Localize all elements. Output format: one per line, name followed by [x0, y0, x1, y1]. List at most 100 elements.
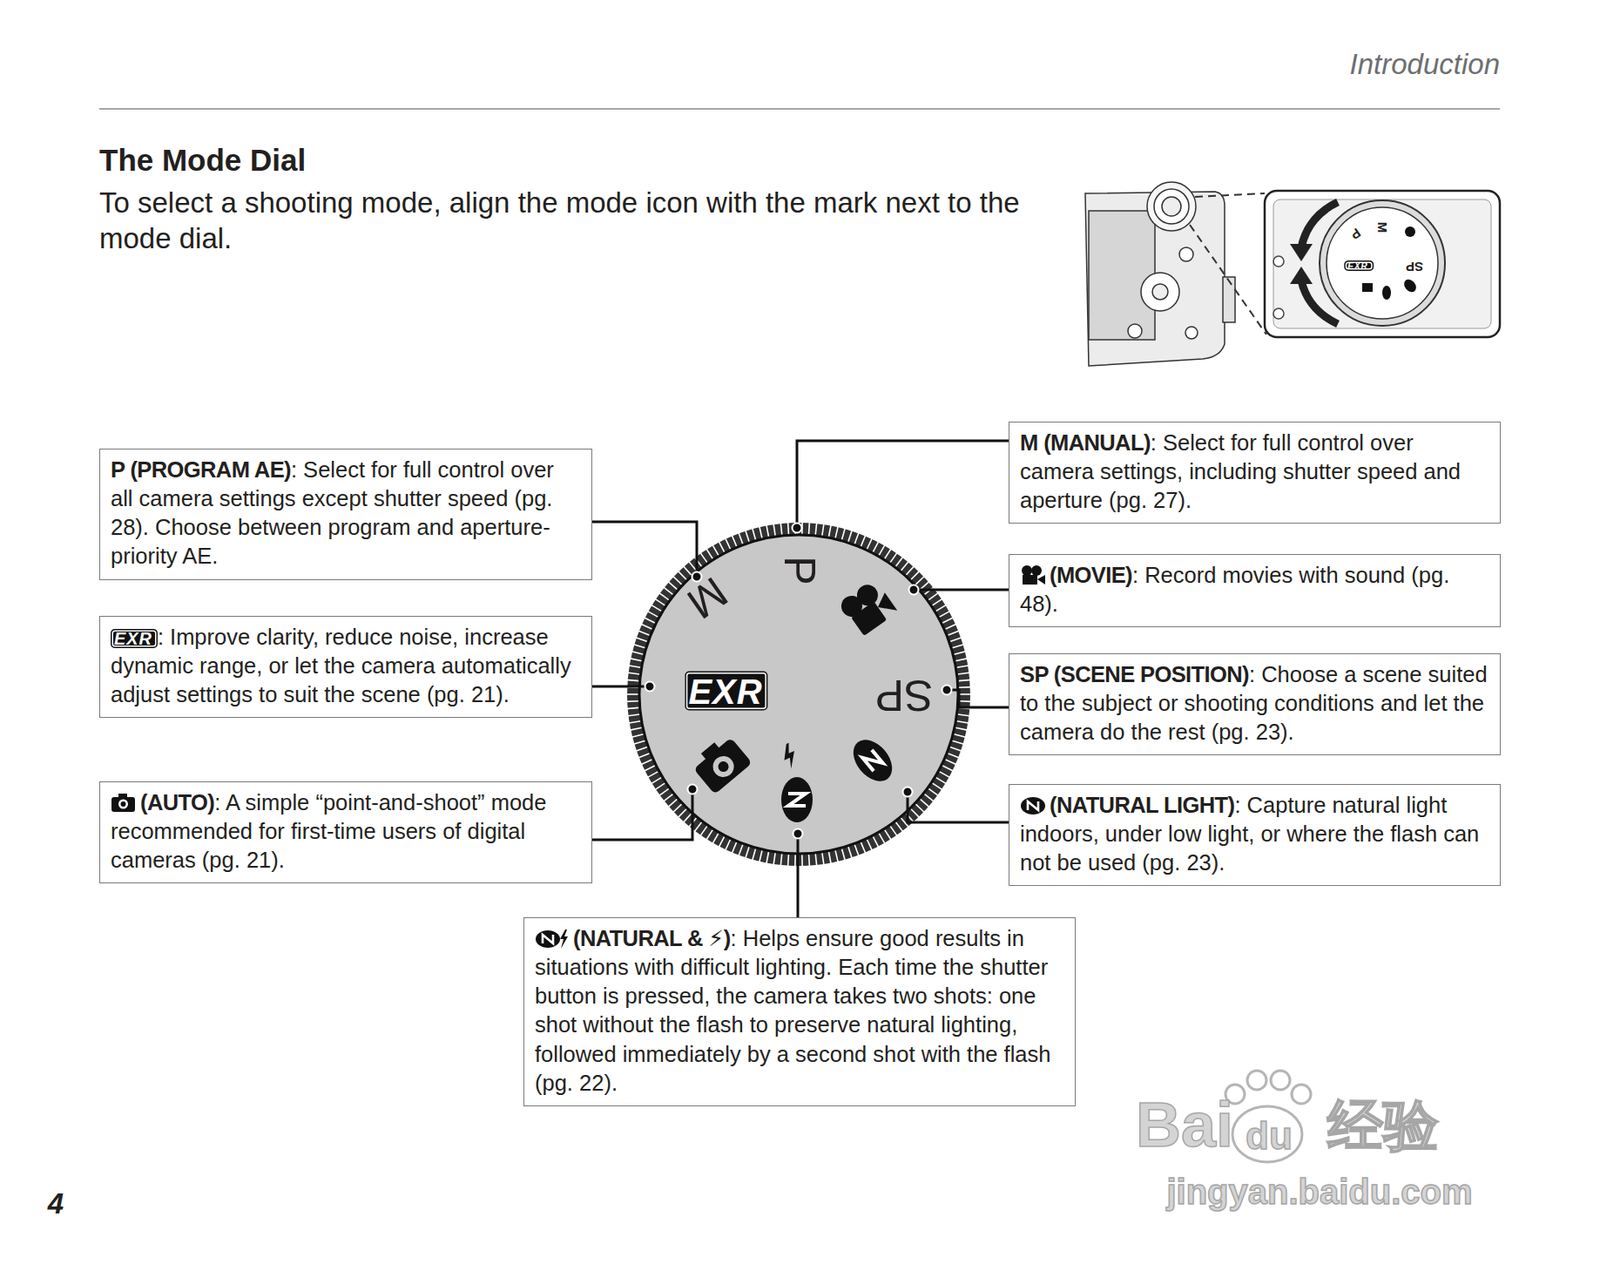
knurl-tick	[682, 565, 692, 575]
natural-icon	[1019, 794, 1047, 817]
knurl-tick	[878, 832, 886, 844]
mode-name: EXR	[110, 628, 158, 649]
camera-illustration-part	[1152, 283, 1168, 300]
movie-icon-part	[852, 580, 882, 610]
mode-name: (AUTO)	[140, 789, 215, 815]
knurl-tick	[915, 803, 925, 813]
inset-dial-badge: EXR	[1343, 260, 1374, 271]
knurl-tick	[724, 838, 730, 851]
knurl-tick	[751, 526, 756, 540]
knurl-tick	[738, 843, 743, 857]
camera-icon-part	[111, 796, 136, 812]
movie-icon-part	[1037, 574, 1046, 585]
knurl-tick	[938, 610, 951, 617]
knurl-tick	[694, 822, 703, 833]
mode-description: : Improve clarity, reduce noise, increas…	[110, 624, 572, 707]
knurl-tick	[953, 651, 967, 655]
leader-line	[796, 833, 800, 918]
natural-icon-part	[1027, 801, 1039, 811]
knurl-tick	[712, 832, 720, 844]
callout-box: (NATURAL & ⚡): Helps ensure good results…	[523, 917, 1076, 1107]
camera-illustration-part	[1194, 193, 1265, 197]
knurl-tick	[848, 846, 853, 859]
auto-camera-icon-part	[701, 742, 721, 761]
natural-light-icon-part	[845, 732, 900, 790]
knurl-tick	[745, 529, 750, 542]
movie-icon-part	[1021, 565, 1033, 576]
knurl-tick	[699, 552, 708, 563]
dial-letter: M	[678, 567, 736, 628]
camera-illustration-part	[1185, 326, 1198, 339]
knurl-tick	[919, 580, 930, 590]
dial-inset-part	[1273, 199, 1492, 329]
knurl-tick	[878, 544, 886, 556]
knurl-tick	[947, 753, 960, 759]
dial-mark	[793, 829, 804, 839]
mode-name: M (MANUAL)	[1019, 430, 1151, 455]
mode-description: : Helps ensure good results in situation…	[534, 925, 1051, 1095]
dial-inset-part	[1273, 256, 1284, 267]
knurl-tick	[924, 793, 935, 802]
knurl-tick	[841, 526, 845, 540]
knurl-tick	[705, 547, 713, 560]
auto-camera-icon-part	[708, 751, 739, 782]
watermark: Bai	[1135, 1090, 1234, 1160]
knurl-tick	[915, 575, 925, 585]
dial-knurling	[625, 520, 973, 868]
knurl-tick	[955, 658, 969, 662]
knurl-tick	[672, 575, 682, 585]
mode-name: (NATURAL LIGHT)	[1049, 792, 1235, 817]
inset-dial-letter: SP	[1405, 259, 1424, 275]
callout-box: M (MANUAL): Select for full control over…	[1008, 421, 1501, 524]
knurl-tick	[630, 651, 644, 655]
camera-illustration-part	[1088, 210, 1155, 340]
knurl-tick	[759, 850, 763, 864]
naturalflash-icon-part	[535, 930, 561, 948]
knurl-tick	[935, 776, 947, 784]
knurl-tick	[699, 825, 708, 837]
knurl-tick	[822, 522, 824, 536]
header-rule	[99, 108, 1500, 110]
watermark-paw-part	[1270, 1070, 1290, 1090]
mode-name: SP (SCENE POSITION)	[1019, 661, 1249, 687]
knurl-tick	[773, 522, 776, 536]
knurl-tick	[759, 525, 763, 539]
dial-mark	[903, 787, 913, 797]
knurl-tick	[647, 771, 659, 778]
knurl-tick	[667, 580, 677, 590]
camera-illustration-part	[1161, 196, 1182, 217]
callout-text: P (PROGRAM AE): Select for full control …	[110, 455, 581, 572]
knurl-tick	[647, 610, 659, 617]
dial-inset-part	[1401, 276, 1418, 295]
mode-name: (MOVIE)	[1049, 562, 1133, 588]
natural-light-icon-part	[862, 749, 884, 771]
dial-inset-part	[1289, 243, 1313, 262]
knurl-tick	[766, 851, 770, 865]
knurl-tick	[787, 520, 790, 534]
knurl-tick	[724, 537, 730, 550]
knurl-tick	[780, 853, 783, 867]
knurl-tick	[808, 854, 811, 868]
knurl-tick	[935, 604, 947, 612]
knurl-tick	[650, 776, 662, 784]
knurl-tick	[828, 851, 831, 865]
knurl-tick	[890, 552, 898, 563]
watermark: 经验	[1327, 1094, 1439, 1156]
camera-icon-part	[121, 801, 127, 807]
natural-flash-icon	[778, 742, 813, 823]
knurl-tick	[654, 598, 665, 606]
movie-icon-part	[873, 592, 898, 619]
knurl-tick	[848, 529, 853, 542]
watermark-paw-part	[1232, 1106, 1303, 1162]
knurl-tick	[958, 686, 973, 689]
knurl-tick	[628, 658, 642, 662]
knurl-tick	[947, 630, 960, 636]
leader-lines	[592, 440, 1009, 918]
camera-illustration-part	[1189, 224, 1267, 335]
knurl-tick	[956, 665, 970, 669]
knurl-tick	[718, 836, 725, 848]
knurl-tick	[958, 700, 973, 703]
knurl-tick	[828, 524, 831, 538]
